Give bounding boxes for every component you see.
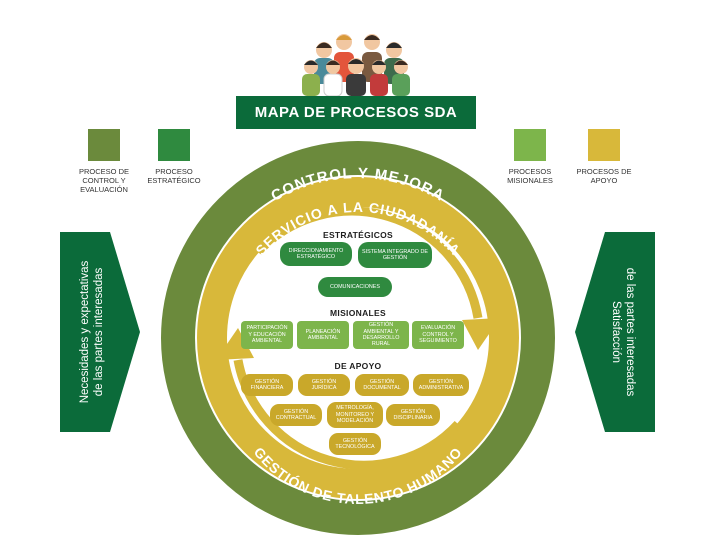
process-evaluacion[interactable]: EVALUACIÓN CONTROL Y SEGUIMIENTO — [412, 321, 464, 349]
legend-label-apoyo: PROCESOS DE APOYO — [576, 167, 632, 185]
process-financiera[interactable]: GESTIÓN FINANCIERA — [241, 374, 293, 396]
process-planeacion[interactable]: PLANEACIÓN AMBIENTAL — [297, 321, 349, 349]
legend-label-estrategico: PROCESO ESTRATÉGICO — [147, 167, 201, 185]
process-documental[interactable]: GESTIÓN DOCUMENTAL — [355, 374, 409, 396]
process-direccionamiento[interactable]: DIRECCIONAMIENTO ESTRATÉGICO — [280, 242, 352, 266]
process-metrologia[interactable]: METROLOGÍA, MONITOREO Y MODELACIÓN — [327, 402, 383, 428]
cycle-arrow-right — [254, 206, 483, 319]
legend-label-control: PROCESO DE CONTROL Y EVALUACIÓN — [78, 167, 129, 194]
process-participacion[interactable]: PARTICIPACIÓN Y EDUCACIÓN AMBIENTAL — [241, 321, 293, 349]
legend-swatch-misionales — [514, 129, 546, 161]
page-title: MAPA DE PROCESOS SDA — [236, 96, 476, 129]
section-title-misionales: MISIONALES — [330, 308, 386, 318]
legend-label-misionales: PROCESOS MISIONALES — [507, 167, 553, 185]
cycle-arrow-left — [233, 359, 462, 470]
right-arrow-line1: Satisfacción — [610, 301, 622, 363]
right-arrow-line2: de las partes interesadas — [624, 268, 636, 397]
cycle-arrowhead-left — [216, 328, 254, 360]
section-title-estrategicos: ESTRATÉGICOS — [322, 230, 394, 240]
left-arrow-line1: Necesidades y expectativas — [79, 260, 91, 403]
outer-ring — [161, 141, 555, 535]
cycle-arrowhead-right — [462, 318, 500, 350]
process-comunicaciones[interactable]: COMUNICACIONES — [318, 277, 392, 297]
legend-swatch-apoyo — [588, 129, 620, 161]
process-contractual[interactable]: GESTIÓN CONTRACTUAL — [270, 404, 322, 426]
process-disciplinaria[interactable]: GESTIÓN DISCIPLINARIA — [386, 404, 440, 426]
legend-swatch-control — [88, 129, 120, 161]
middle-ring — [197, 177, 519, 499]
left-arrow-line2: de las partes interesadas — [93, 268, 105, 397]
process-tecnologica[interactable]: GESTIÓN TECNOLÓGICA — [329, 433, 381, 455]
section-title-apoyo: DE APOYO — [334, 361, 382, 371]
process-juridica[interactable]: GESTIÓN JURÍDICA — [298, 374, 350, 396]
process-administrativa[interactable]: GESTIÓN ADMINISTRATIVA — [413, 374, 469, 396]
process-sistema-integrado[interactable]: SISTEMA INTEGRADO DE GESTIÓN — [358, 242, 432, 268]
left-input-arrow: Necesidades y expectativas de las partes… — [60, 232, 140, 432]
people-group-icon — [302, 34, 410, 96]
right-output-arrow: Satisfacción de las partes interesadas — [575, 232, 655, 432]
process-gestion-ambiental[interactable]: GESTIÓN AMBIENTAL Y DESARROLLO RURAL — [353, 321, 409, 349]
legend-swatch-estrategico — [158, 129, 190, 161]
